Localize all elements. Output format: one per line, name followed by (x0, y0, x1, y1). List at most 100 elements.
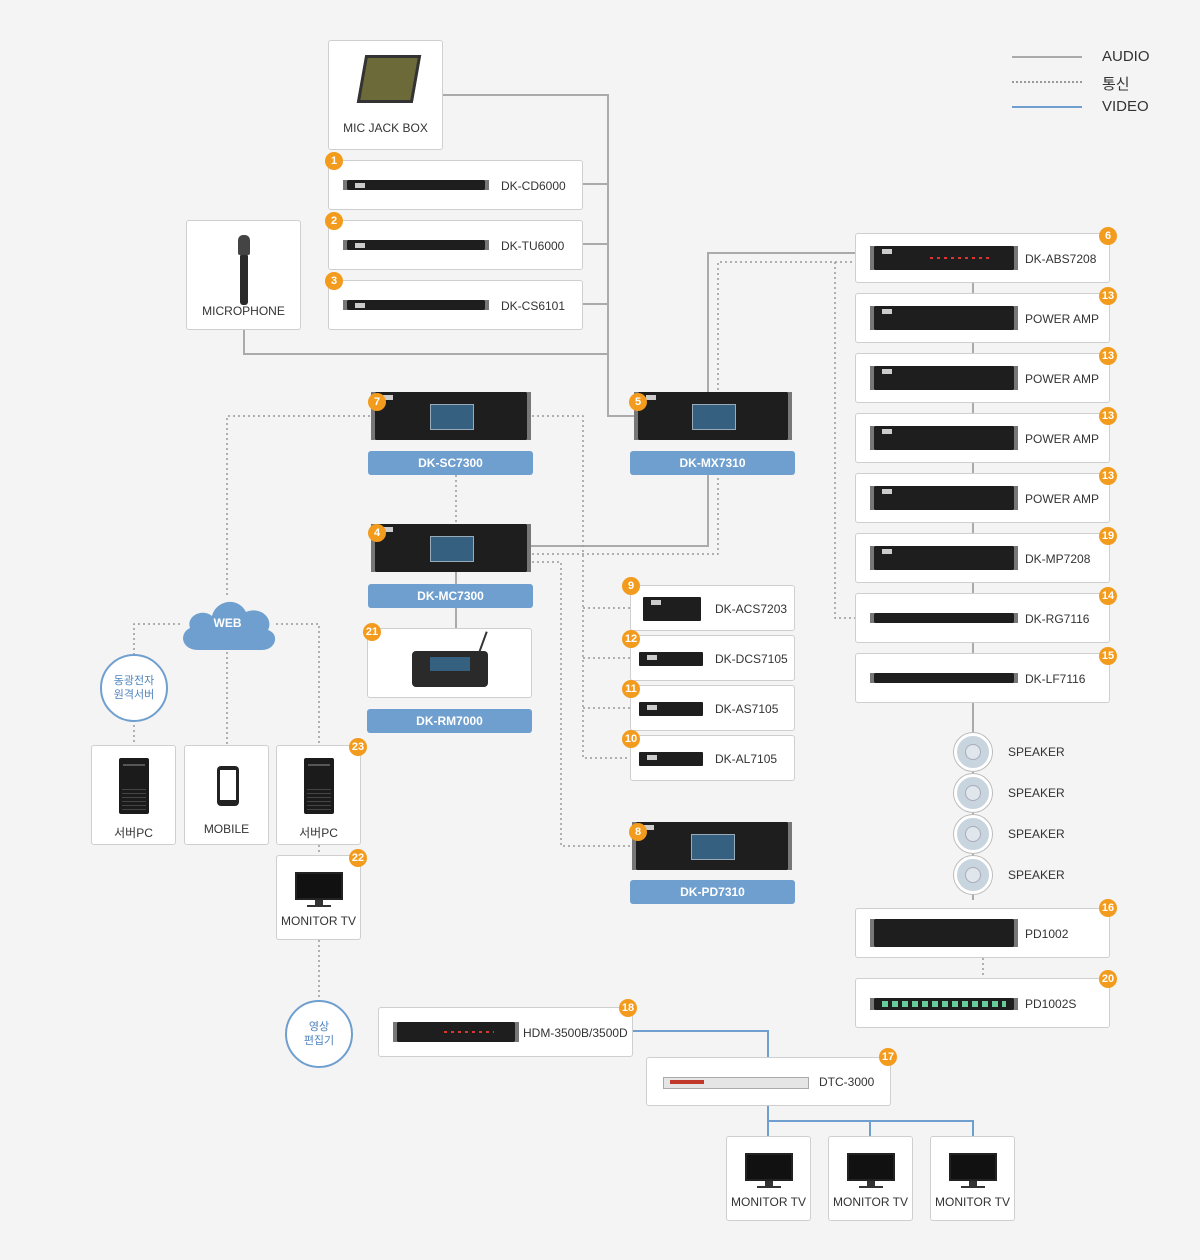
dtc-label: DTC-3000 (819, 1075, 875, 1089)
dtc-node[interactable]: DTC-3000 (646, 1057, 891, 1106)
microphone-node[interactable]: MICROPHONE (186, 220, 301, 330)
rack-abs-node[interactable]: DK-ABS7208 (855, 233, 1110, 283)
pd1002s-image (870, 998, 1018, 1010)
badge-20: 20 (1099, 970, 1117, 988)
rm-device-node[interactable] (367, 628, 532, 698)
power-amp-2-label: POWER AMP (1025, 372, 1100, 386)
speaker-label: SPEAKER (1008, 868, 1065, 882)
rack-lf-image (870, 673, 1018, 683)
monitor-tv-node[interactable]: MONITOR TV (930, 1136, 1015, 1221)
hdm-node[interactable]: HDM-3500B/3500D (378, 1007, 633, 1057)
mobile-label: MOBILE (203, 822, 250, 836)
tuner-image (343, 240, 489, 250)
cassette-label: DK-CS6101 (501, 299, 566, 313)
terminal-as-label: DK-AS7105 (715, 702, 779, 716)
badge-12: 12 (622, 630, 640, 648)
rack-mp-label: DK-MP7208 (1025, 552, 1091, 566)
power-amp-2-node[interactable]: POWER AMP (855, 353, 1110, 403)
server-pc-1-node[interactable]: 서버PC (91, 745, 176, 845)
cassette-image (343, 300, 489, 310)
badge-15: 15 (1099, 647, 1117, 665)
badge-11: 11 (622, 680, 640, 698)
pd1002-node[interactable]: PD1002 (855, 908, 1110, 958)
mobile-node[interactable]: MOBILE (184, 745, 269, 845)
badge-13: 13 (1099, 347, 1117, 365)
badge-17: 17 (879, 1048, 897, 1066)
terminal-al-node[interactable]: DK-AL7105 (630, 735, 795, 781)
speaker-icon (954, 733, 992, 771)
badge-13: 13 (1099, 467, 1117, 485)
cd-player-image (343, 180, 489, 190)
badge-7: 7 (368, 393, 386, 411)
monitor-tv-node[interactable]: MONITOR TV (828, 1136, 913, 1221)
terminal-al-image (639, 752, 703, 766)
comm-wires (133, 261, 984, 1002)
server-pc-2-node[interactable]: 서버PC (276, 745, 361, 845)
badge-21: 21 (363, 623, 381, 641)
monitor-tv-icon (295, 872, 343, 907)
pd-device-label[interactable]: DK-PD7310 (630, 880, 795, 904)
speaker-label: SPEAKER (1008, 786, 1065, 800)
pd-device-image (632, 822, 792, 870)
remote-server-circle[interactable]: 동광전자 원격서버 (100, 654, 168, 722)
terminal-acs-node[interactable]: DK-ACS7203 (630, 585, 795, 631)
tuner-label: DK-TU6000 (501, 239, 565, 253)
speaker-icon (954, 856, 992, 894)
pd1002-label: PD1002 (1025, 927, 1069, 941)
monitor-tv-node[interactable]: MONITOR TV (276, 855, 361, 940)
mx-device-label[interactable]: DK-MX7310 (630, 451, 795, 475)
pd1002s-node[interactable]: PD1002S (855, 978, 1110, 1028)
mx-device-image (634, 392, 792, 440)
terminal-as-node[interactable]: DK-AS7105 (630, 685, 795, 731)
power-amp-4-node[interactable]: POWER AMP (855, 473, 1110, 523)
speaker-icon (954, 815, 992, 853)
web-cloud-icon[interactable] (176, 594, 279, 654)
rack-rg-label: DK-RG7116 (1025, 612, 1090, 626)
microphone-label: MICROPHONE (202, 304, 285, 318)
sc-device-label[interactable]: DK-SC7300 (368, 451, 533, 475)
cd-player-node[interactable]: DK-CD6000 (328, 160, 583, 210)
cassette-node[interactable]: DK-CS6101 (328, 280, 583, 330)
mic-jack-box-label: MIC JACK BOX (343, 121, 428, 135)
mc-device-label[interactable]: DK-MC7300 (368, 584, 533, 608)
hdm-image (393, 1022, 519, 1042)
rack-lf-node[interactable]: DK-LF7116 (855, 653, 1110, 703)
monitor-tv-label: MONITOR TV (731, 1195, 806, 1209)
monitor-tv-node[interactable]: MONITOR TV (726, 1136, 811, 1221)
power-amp-3-image (870, 426, 1018, 450)
terminal-al-label: DK-AL7105 (715, 752, 778, 766)
speaker-label: SPEAKER (1008, 827, 1065, 841)
tuner-node[interactable]: DK-TU6000 (328, 220, 583, 270)
pd1002s-label: PD1002S (1025, 997, 1077, 1011)
legend-comm-line (1012, 81, 1082, 83)
monitor-tv-label: MONITOR TV (833, 1195, 908, 1209)
terminal-dcs-node[interactable]: DK-DCS7105 (630, 635, 795, 681)
power-amp-3-node[interactable]: POWER AMP (855, 413, 1110, 463)
web-label: WEB (213, 616, 242, 630)
power-amp-1-label: POWER AMP (1025, 312, 1100, 326)
monitor-tv-label: MONITOR TV (935, 1195, 1010, 1209)
rack-lf-label: DK-LF7116 (1025, 672, 1086, 686)
speaker-icon (954, 774, 992, 812)
legend-video-label: VIDEO (1102, 98, 1149, 115)
rack-rg-node[interactable]: DK-RG7116 (855, 593, 1110, 643)
rack-rg-image (870, 613, 1018, 623)
rm-device-label[interactable]: DK-RM7000 (367, 709, 532, 733)
power-amp-1-node[interactable]: POWER AMP (855, 293, 1110, 343)
rack-mp-node[interactable]: DK-MP7208 (855, 533, 1110, 583)
rack-abs-label: DK-ABS7208 (1025, 252, 1097, 266)
microphone-image (237, 235, 251, 307)
badge-1: 1 (325, 152, 343, 170)
badge-5: 5 (629, 393, 647, 411)
terminal-as-image (639, 702, 703, 716)
legend-comm-label: 통신 (1102, 76, 1130, 93)
video-editor-circle[interactable]: 영상 편집기 (285, 1000, 353, 1068)
dtc-image (663, 1077, 809, 1089)
server-pc-1-label: 서버PC (114, 826, 153, 840)
badge-10: 10 (622, 730, 640, 748)
server-pc-icon (304, 758, 334, 814)
badge-16: 16 (1099, 899, 1117, 917)
mic-jack-box-node[interactable]: MIC JACK BOX (328, 40, 443, 150)
rm-device-image (412, 631, 488, 687)
badge-4: 4 (368, 524, 386, 542)
